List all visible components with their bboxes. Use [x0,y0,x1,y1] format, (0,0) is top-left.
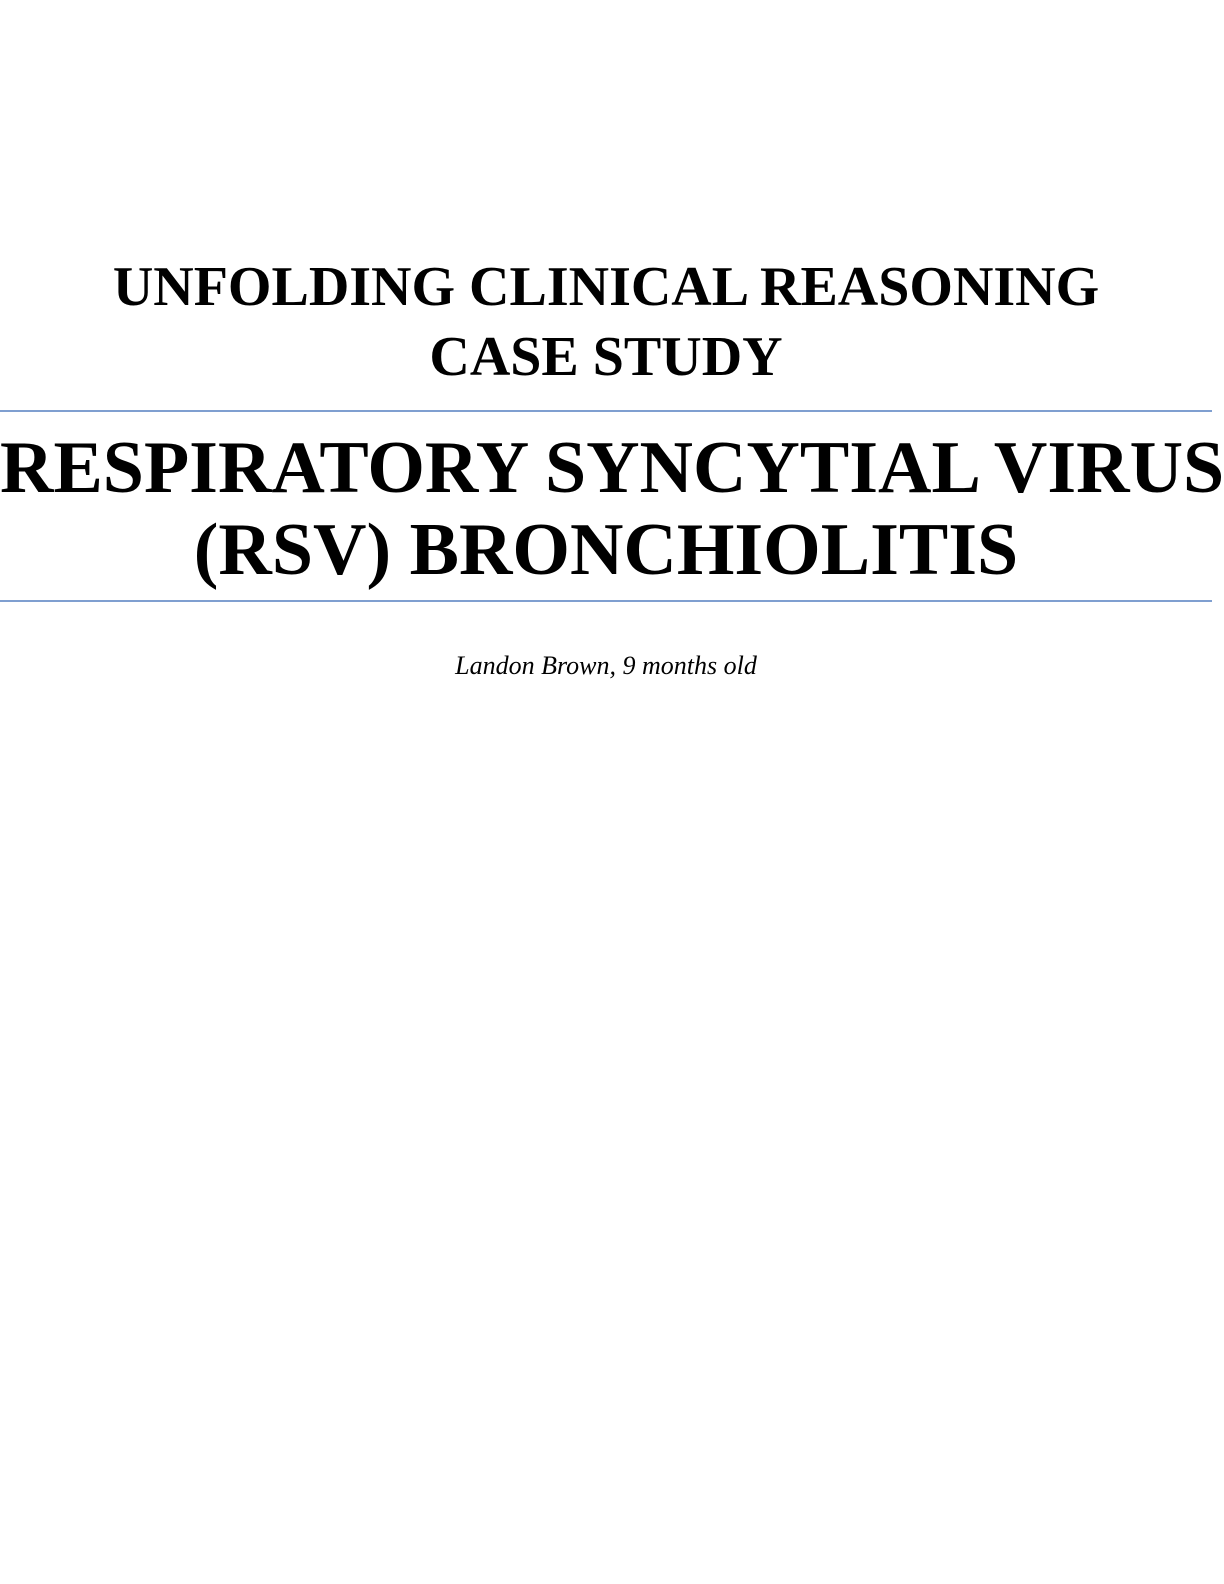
case-title-line-1: RESPIRATORY SYNCYTIAL VIRUS [0,427,1224,509]
bottom-divider [0,600,1212,602]
series-title: UNFOLDING CLINICAL REASONING CASE STUDY [0,252,1212,392]
patient-name-age: Landon Brown, 9 months old [455,651,757,680]
top-divider [0,410,1212,412]
case-title: RESPIRATORY SYNCYTIAL VIRUS (RSV) BRONCH… [0,427,1224,591]
series-title-line-2: CASE STUDY [429,326,783,388]
case-title-line-2: (RSV) BRONCHIOLITIS [193,509,1019,591]
series-title-line-1: UNFOLDING CLINICAL REASONING [112,256,1100,318]
